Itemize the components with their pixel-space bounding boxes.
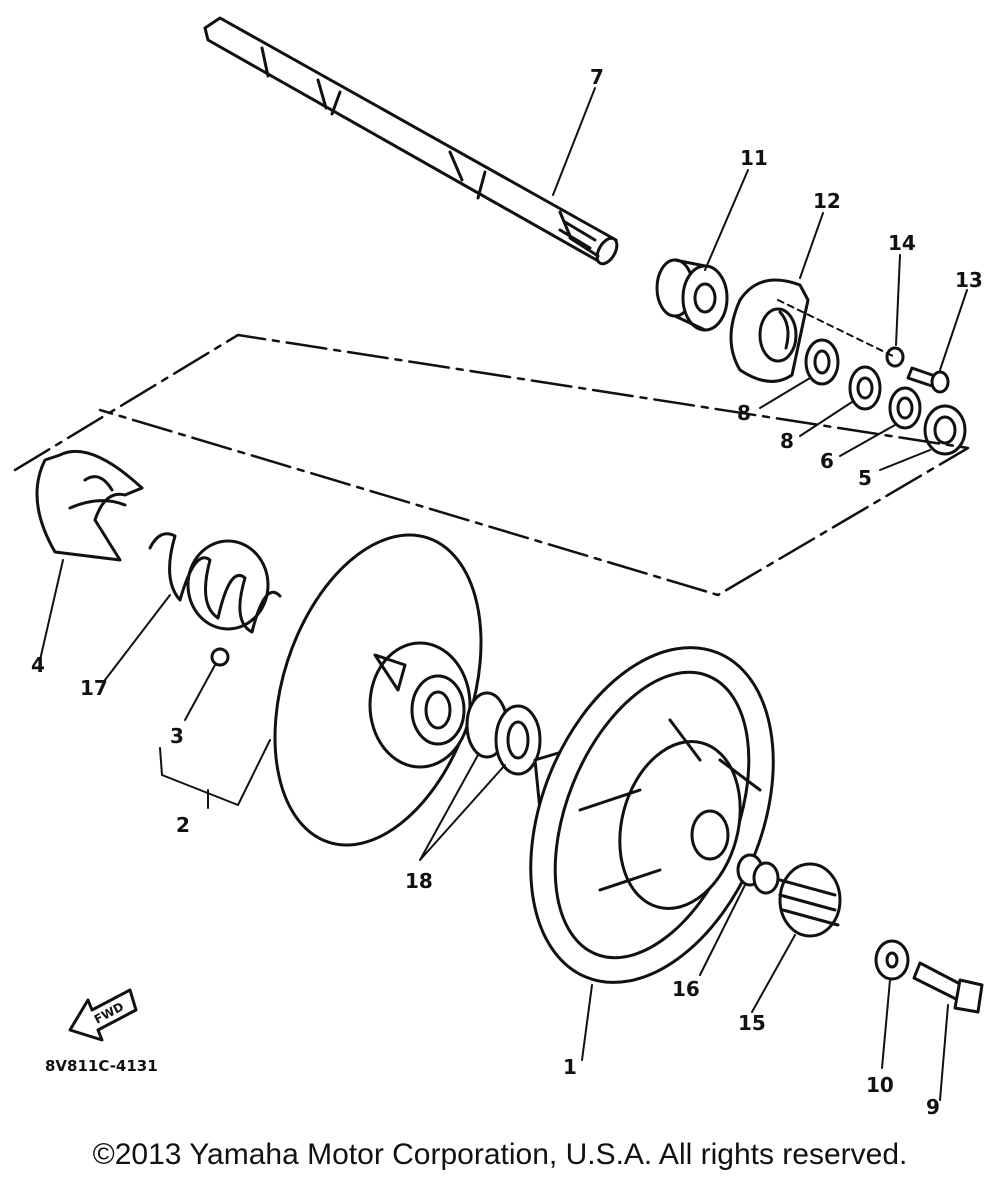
callout-6: 6 xyxy=(820,449,834,473)
part-10-washer xyxy=(874,939,910,981)
part-12-plate xyxy=(729,278,810,383)
part-5-washer xyxy=(923,404,967,456)
callout-11: 11 xyxy=(740,146,768,170)
callout-3: 3 xyxy=(170,724,184,748)
part-17-spring xyxy=(148,532,282,634)
callout-7: 7 xyxy=(590,65,604,89)
part-9-bolt xyxy=(912,961,984,1014)
part-16-collar xyxy=(736,853,780,895)
part-2-sheave xyxy=(273,533,483,847)
parts-diagram: FWD 7 11 12 14 13 8 8 6 5 4 17 3 2 18 1 … xyxy=(13,16,984,1119)
part-13-bolt xyxy=(906,366,950,394)
callout-17: 17 xyxy=(80,676,108,700)
callout-13: 13 xyxy=(955,268,983,292)
callout-9: 9 xyxy=(926,1095,940,1119)
callout-12: 12 xyxy=(813,189,841,213)
part-11-bearing xyxy=(655,258,729,332)
copyright-notice: ©2013 Yamaha Motor Corporation, U.S.A. A… xyxy=(92,1138,908,1171)
part-15-spring xyxy=(778,862,842,938)
callout-8a: 8 xyxy=(737,401,751,425)
part-14-nut xyxy=(885,346,905,368)
callout-8b: 8 xyxy=(780,429,794,453)
part-1-sheave xyxy=(529,646,775,984)
part-7-shaft xyxy=(203,16,619,266)
callout-2: 2 xyxy=(176,813,190,837)
callout-1: 1 xyxy=(563,1055,577,1079)
forward-arrow-icon: FWD xyxy=(68,988,138,1042)
part-4-cam xyxy=(35,450,144,562)
callout-18: 18 xyxy=(405,869,433,893)
part-6-lockwasher xyxy=(888,386,922,430)
part-8a-washer xyxy=(804,338,840,386)
callout-5: 5 xyxy=(858,466,872,490)
part-8b-washer xyxy=(848,365,882,411)
callout-4: 4 xyxy=(31,653,45,677)
callout-10: 10 xyxy=(866,1073,894,1097)
callout-14: 14 xyxy=(888,231,916,255)
callout-16: 16 xyxy=(672,977,700,1001)
part-3-pin xyxy=(210,647,230,667)
callout-15: 15 xyxy=(738,1011,766,1035)
diagram-code: 8V811C-4131 xyxy=(45,1057,158,1075)
part-18-washers xyxy=(465,691,542,776)
